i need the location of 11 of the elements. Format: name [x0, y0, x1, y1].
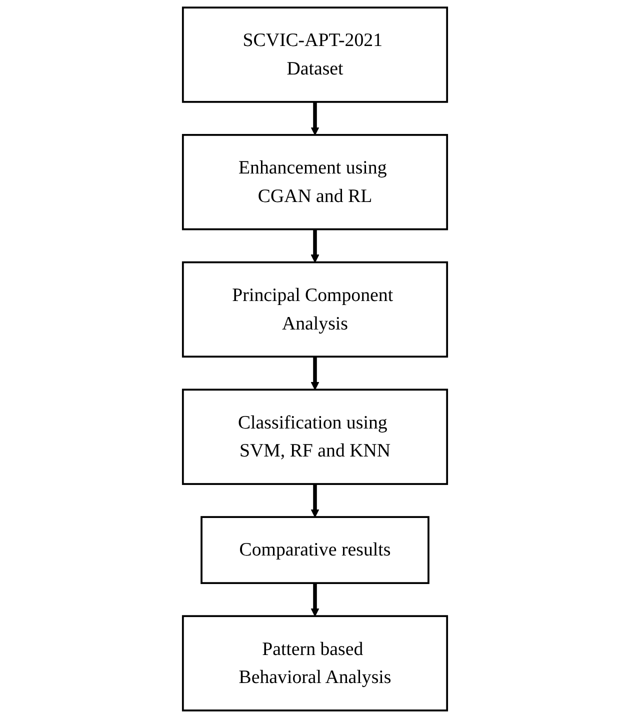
- node-box: Principal Component Analysis: [182, 261, 448, 358]
- arrow: [310, 356, 320, 390]
- arrow: [310, 583, 320, 616]
- arrow: [310, 229, 320, 263]
- node-box: Pattern based Behavioral Analysis: [182, 615, 448, 712]
- arrow: [310, 102, 320, 136]
- node-box: Enhancement using CGAN and RL: [182, 134, 448, 230]
- arrow: [310, 484, 320, 518]
- node-box: Comparative results: [200, 516, 430, 584]
- node-box: Classification using SVM, RF and KNN: [182, 388, 448, 485]
- node-box: SCVIC-APT-2021 Dataset: [182, 6, 448, 103]
